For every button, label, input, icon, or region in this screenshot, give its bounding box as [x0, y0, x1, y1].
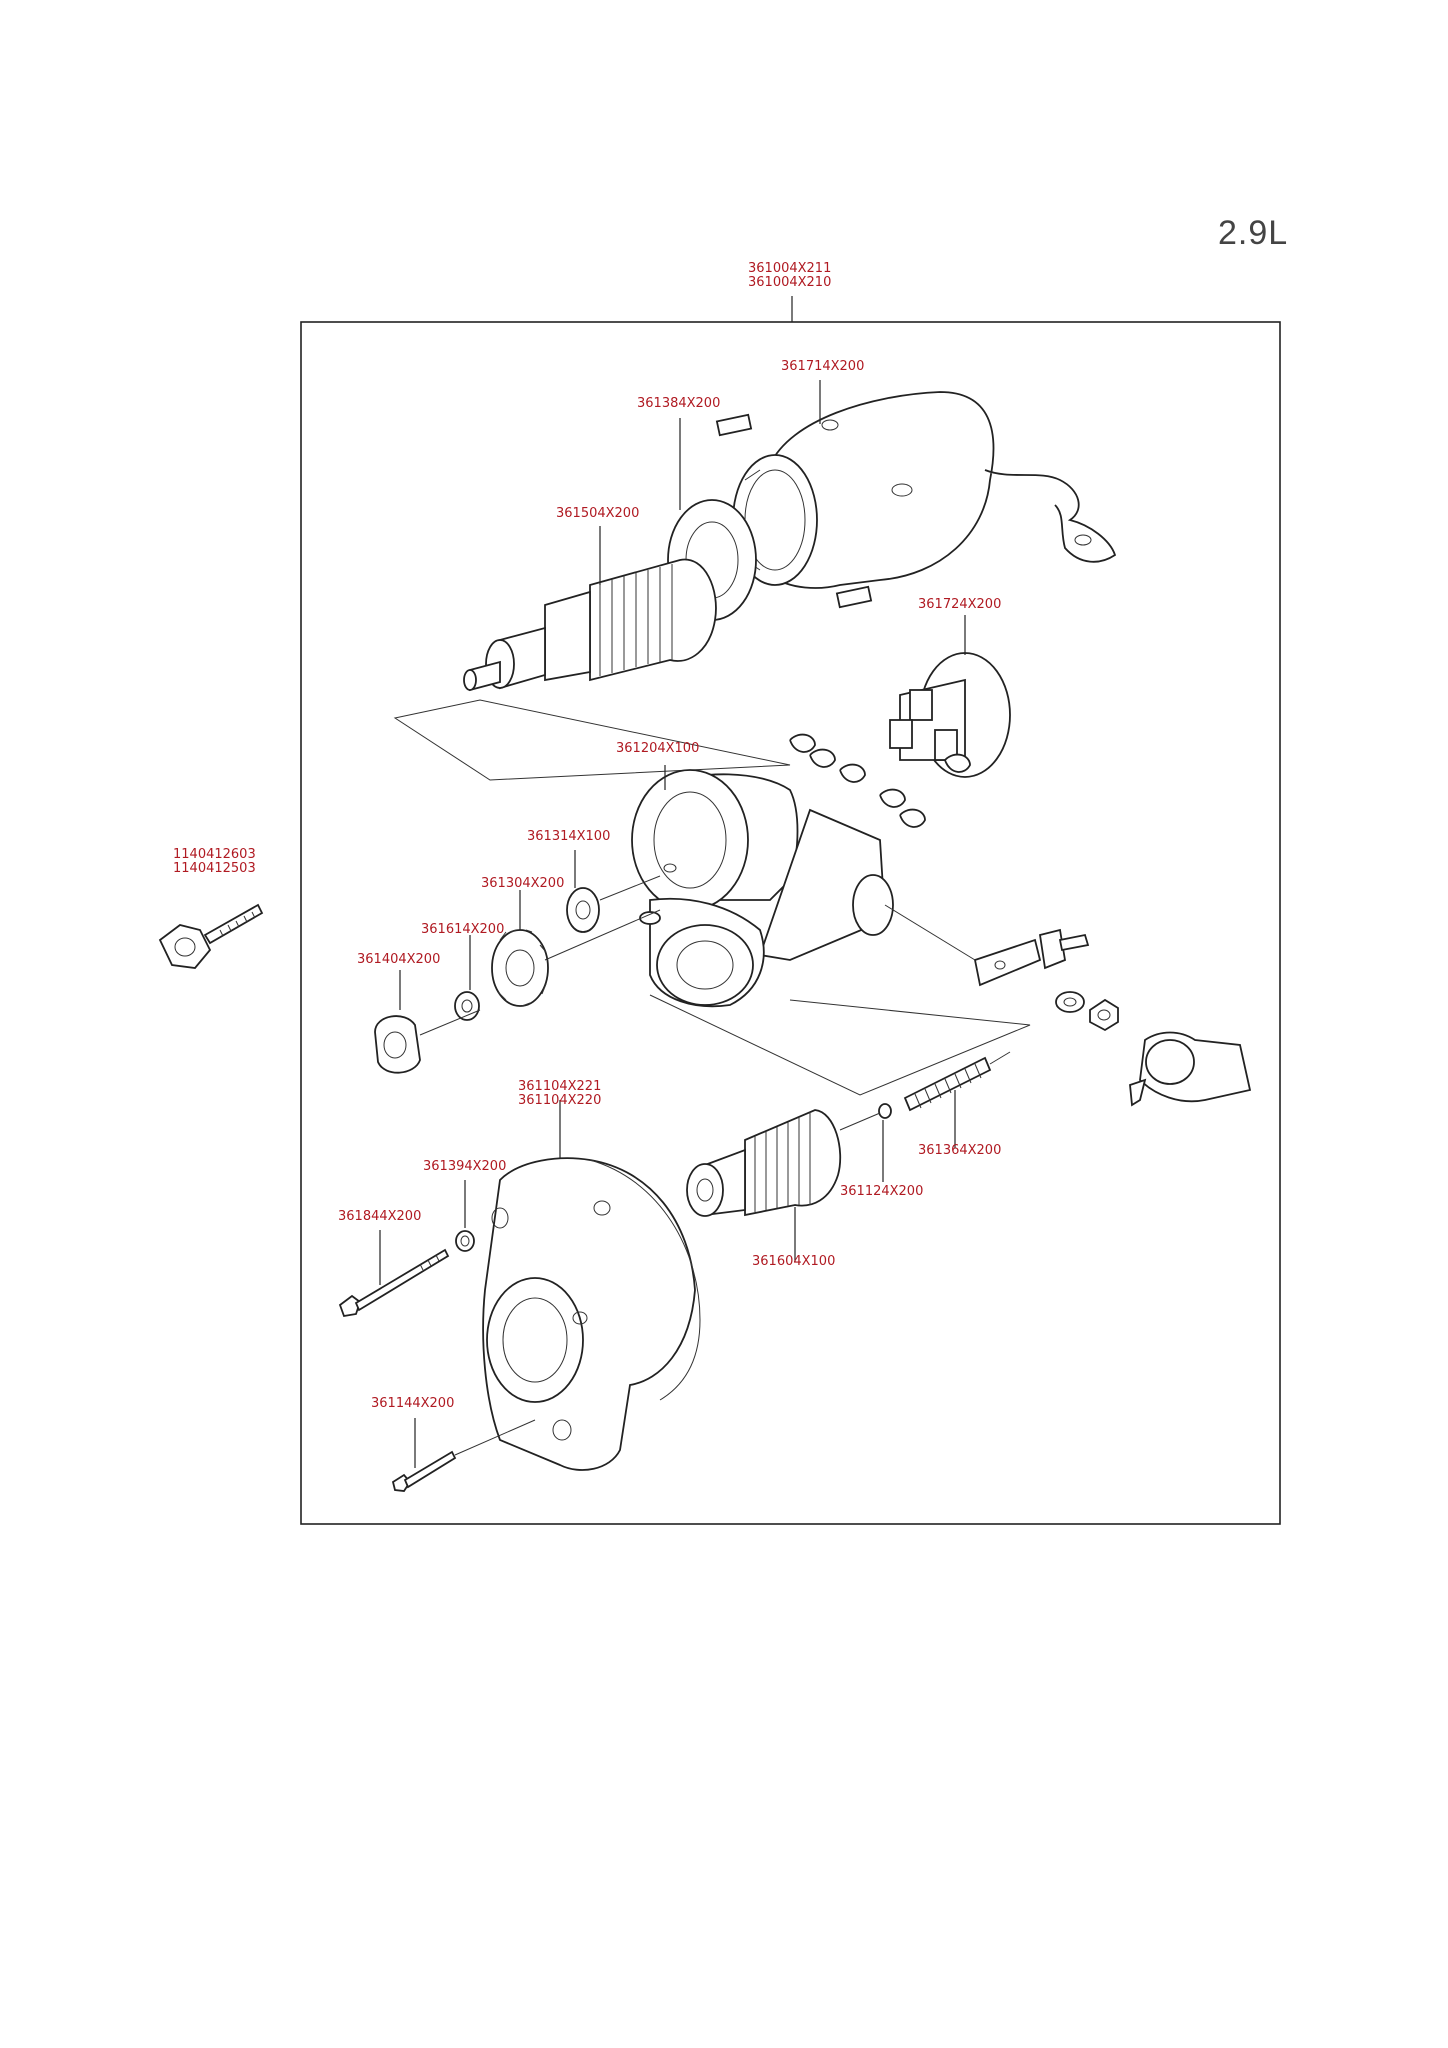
- idler-gear-drawing: [491, 929, 549, 1007]
- callout-spring[interactable]: 361364X200: [918, 1143, 1002, 1158]
- terminal-hardware-drawing: [973, 928, 1252, 1107]
- callout-assembly[interactable]: 361004X211 361004X210: [748, 262, 831, 290]
- ball-drawing: [878, 1103, 892, 1119]
- housing-drawing: [631, 769, 894, 1008]
- callout-flange-bolt[interactable]: 1140412603 1140412503: [173, 848, 256, 876]
- assembly-frame: [300, 321, 1281, 1525]
- callout-small-gear[interactable]: 361314X100: [527, 829, 611, 844]
- callout-housing[interactable]: 361204X100: [616, 741, 700, 756]
- callout-clutch[interactable]: 361604X100: [752, 1254, 836, 1269]
- brush-holder-drawing: [789, 652, 1011, 828]
- callout-through-bolt[interactable]: 361844X200: [338, 1209, 422, 1224]
- armature-plane: [393, 699, 791, 781]
- through-bolt-drawing: [338, 1248, 450, 1318]
- callout-armature[interactable]: 361504X200: [556, 506, 640, 521]
- small-gear-drawing: [566, 887, 600, 933]
- callout-bearing[interactable]: 361404X200: [357, 952, 441, 967]
- engine-variant-label: 2.9L: [1218, 214, 1289, 252]
- callout-seal-yoke[interactable]: 361384X200: [637, 396, 721, 411]
- callout-idler-gear[interactable]: 361304X200: [481, 876, 565, 891]
- callout-washer[interactable]: 361394X200: [423, 1159, 507, 1174]
- housing-plane: [649, 994, 1031, 1096]
- callout-assembly-alternate: 361004X210: [748, 275, 832, 290]
- clutch-drawing: [686, 1109, 842, 1217]
- callout-front-bracket-primary: 361104X221: [518, 1079, 602, 1094]
- washer-drawing: [455, 1230, 475, 1252]
- callout-retainer[interactable]: 361614X200: [421, 922, 505, 937]
- callout-flange-bolt-alternate: 1140412503: [173, 861, 256, 876]
- callout-ball[interactable]: 361124X200: [840, 1184, 924, 1199]
- callout-brush-holder[interactable]: 361724X200: [918, 597, 1002, 612]
- callout-yoke[interactable]: 361714X200: [781, 359, 865, 374]
- callout-front-bracket[interactable]: 361104X221 361104X220: [518, 1080, 601, 1108]
- callout-front-bracket-alternate: 361104X220: [518, 1093, 602, 1108]
- flange-bolt-drawing: [158, 903, 264, 969]
- callout-assembly-primary: 361004X211: [748, 261, 832, 276]
- front-bracket-drawing: [482, 1157, 701, 1471]
- yoke-drawing: [715, 391, 1117, 609]
- callout-screw[interactable]: 361144X200: [371, 1396, 455, 1411]
- spring-drawing: [903, 1051, 1011, 1112]
- screw-drawing: [391, 1419, 536, 1492]
- armature-drawing: [463, 558, 717, 692]
- bearing-drawing: [374, 1015, 421, 1074]
- callout-flange-bolt-primary: 1140412603: [173, 847, 256, 862]
